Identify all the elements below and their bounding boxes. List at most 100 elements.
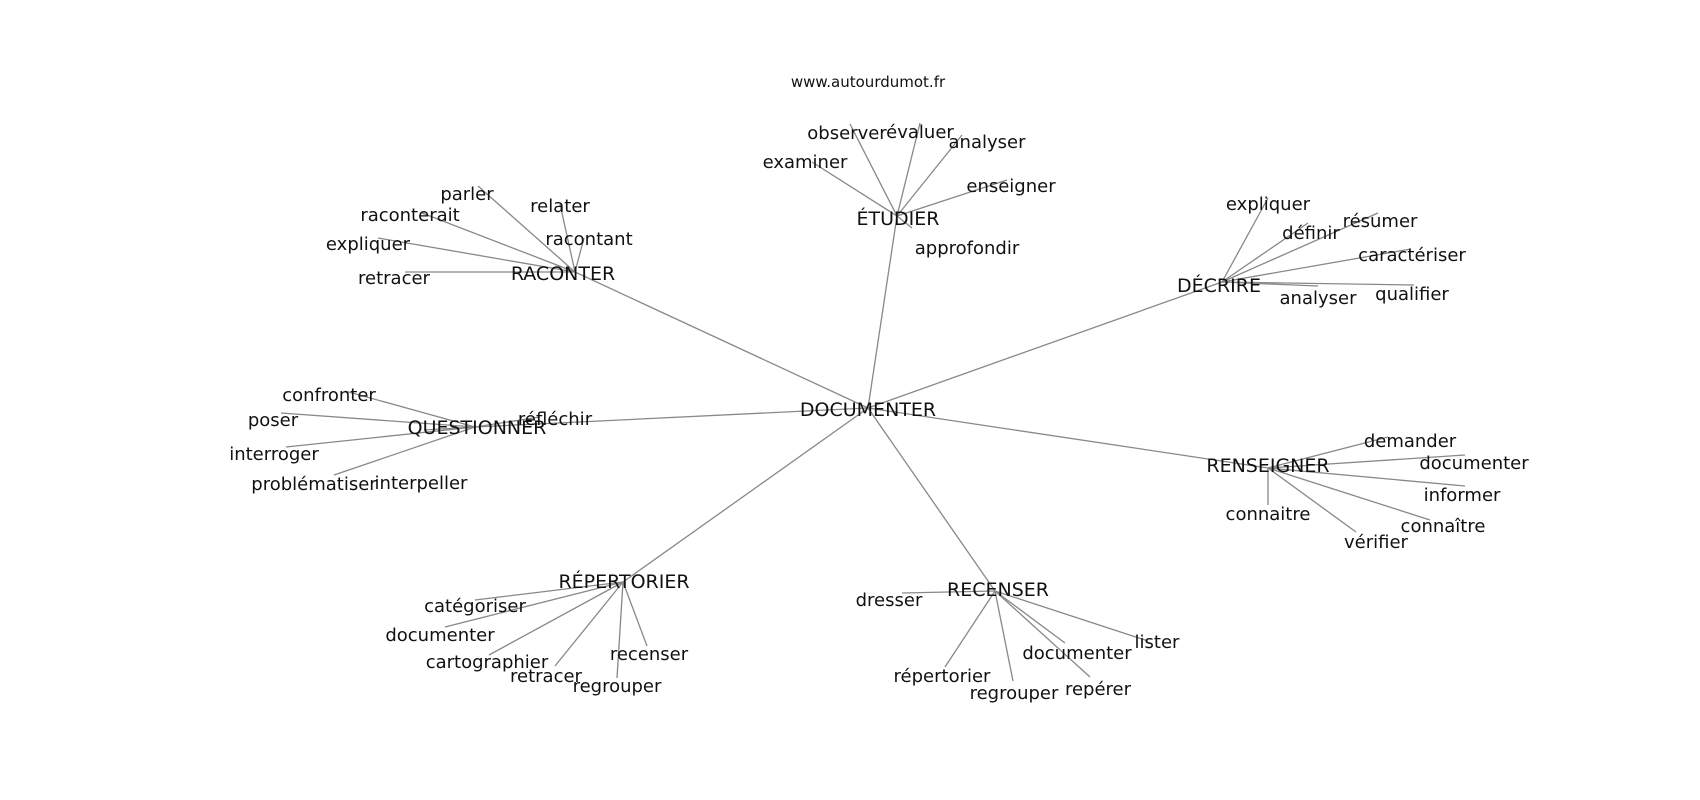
leaf-node-raconter[interactable]: raconterait: [360, 205, 459, 226]
watermark[interactable]: www.autourdumot.fr: [791, 73, 946, 91]
leaf-node-questionner[interactable]: interpeller: [375, 473, 469, 494]
edge-renseigner-leaf: [1267, 436, 1389, 469]
edge-documenter-repertorier: [622, 407, 869, 583]
edge-decrire-leaf: [1221, 222, 1309, 283]
graph-labels: www.autourdumot.fr DOCUMENTER RACONTER pa…: [229, 73, 1529, 704]
edge-renseigner-leaf: [1267, 454, 1466, 469]
edge-etudier-leaf: [896, 122, 921, 217]
edge-repertorier-leaf: [554, 581, 624, 667]
leaf-node-renseigner[interactable]: connaître: [1401, 516, 1486, 537]
edge-raconter-leaf: [574, 237, 585, 273]
edge-decrire-leaf: [1221, 212, 1379, 283]
leaf-node-recenser[interactable]: répertorier: [894, 666, 992, 687]
leaf-node-decrire[interactable]: résumer: [1343, 211, 1418, 232]
edge-repertorier-leaf: [622, 581, 648, 647]
leaf-node-repertorier[interactable]: catégoriser: [424, 596, 526, 617]
leaf-node-raconter[interactable]: relater: [530, 196, 590, 217]
hub-node-renseigner[interactable]: RENSEIGNER: [1206, 455, 1329, 477]
leaf-node-etudier[interactable]: analyser: [949, 132, 1027, 153]
leaf-node-repertorier[interactable]: retracer: [510, 666, 583, 687]
edge-repertorier-leaf: [474, 581, 624, 601]
leaf-node-renseigner[interactable]: vérifier: [1344, 532, 1409, 553]
edge-documenter-raconter: [574, 271, 869, 409]
hub-node-etudier[interactable]: ÉTUDIER: [857, 207, 940, 230]
edge-raconter-leaf: [559, 203, 576, 273]
graph-edges: [280, 122, 1466, 682]
edge-recenser-leaf: [994, 590, 1149, 642]
edge-documenter-decrire: [867, 281, 1223, 409]
edge-repertorier-leaf: [444, 581, 624, 628]
edge-questionner-leaf: [344, 390, 476, 428]
leaf-node-renseigner[interactable]: demander: [1364, 431, 1457, 452]
hub-node-decrire[interactable]: DÉCRIRE: [1177, 274, 1261, 297]
edge-etudier-leaf: [896, 134, 963, 217]
edge-recenser-leaf: [994, 590, 1014, 682]
edge-questionner-leaf: [280, 412, 476, 428]
leaf-node-questionner[interactable]: interroger: [229, 444, 319, 465]
edge-questionner-leaf: [333, 426, 476, 476]
edge-raconter-leaf: [477, 185, 576, 273]
leaf-node-renseigner[interactable]: documenter: [1419, 453, 1529, 474]
edge-documenter-recenser: [867, 407, 996, 592]
edge-questionner-leaf: [423, 426, 476, 431]
edge-recenser-leaf: [994, 590, 1066, 644]
leaf-node-etudier[interactable]: enseigner: [966, 176, 1056, 197]
edge-renseigner-leaf: [1267, 467, 1431, 521]
edge-repertorier-leaf: [488, 581, 624, 656]
edge-raconter-leaf: [377, 237, 576, 273]
leaf-node-recenser[interactable]: lister: [1135, 632, 1181, 653]
leaf-node-recenser[interactable]: documenter: [1022, 643, 1132, 664]
leaf-node-repertorier[interactable]: regrouper: [573, 676, 662, 697]
leaf-node-decrire[interactable]: définir: [1282, 223, 1340, 244]
leaf-node-questionner[interactable]: problématiser: [251, 474, 377, 495]
edge-documenter-renseigner: [867, 407, 1269, 469]
edge-recenser-leaf: [901, 590, 996, 594]
leaf-node-etudier[interactable]: approfondir: [915, 238, 1020, 259]
leaf-node-repertorier[interactable]: cartographier: [426, 652, 549, 673]
leaf-node-questionner[interactable]: réfléchir: [518, 409, 593, 430]
leaf-node-renseigner[interactable]: informer: [1424, 485, 1501, 506]
edge-recenser-leaf: [994, 590, 1091, 678]
leaf-node-questionner[interactable]: confronter: [282, 385, 376, 406]
leaf-node-etudier[interactable]: observer: [807, 123, 887, 144]
hub-node-repertorier[interactable]: RÉPERTORIER: [558, 570, 689, 593]
edge-etudier-leaf: [896, 179, 1008, 217]
edge-repertorier-leaf: [616, 581, 624, 679]
edge-etudier-leaf: [896, 215, 913, 229]
edge-decrire-leaf: [1221, 197, 1269, 283]
hub-node-raconter[interactable]: RACONTER: [511, 263, 615, 285]
leaf-node-etudier[interactable]: évaluer: [886, 122, 954, 143]
leaf-node-questionner[interactable]: poser: [248, 410, 299, 431]
leaf-node-raconter[interactable]: retracer: [358, 268, 431, 289]
leaf-node-decrire[interactable]: analyser: [1280, 288, 1358, 309]
edge-questionner-leaf: [285, 426, 476, 448]
edge-documenter-etudier: [867, 215, 898, 409]
hub-node-recenser[interactable]: RECENSER: [947, 579, 1049, 601]
edge-recenser-leaf: [944, 590, 996, 668]
leaf-node-repertorier[interactable]: documenter: [385, 625, 495, 646]
leaf-node-recenser[interactable]: regrouper: [970, 683, 1059, 704]
leaf-node-recenser[interactable]: dresser: [856, 590, 923, 611]
leaf-node-raconter[interactable]: expliquer: [326, 234, 411, 255]
edge-questionner-leaf: [474, 416, 541, 428]
leaf-node-etudier[interactable]: examiner: [763, 152, 848, 173]
edge-decrire-leaf: [1221, 281, 1415, 286]
leaf-node-decrire[interactable]: expliquer: [1226, 194, 1311, 215]
edge-renseigner-leaf: [1267, 467, 1466, 487]
edge-documenter-questionner: [474, 407, 869, 428]
edge-etudier-leaf: [849, 123, 898, 217]
leaf-node-raconter[interactable]: racontant: [545, 229, 632, 250]
leaf-node-renseigner[interactable]: connaitre: [1226, 504, 1311, 525]
leaf-node-decrire[interactable]: caractériser: [1358, 245, 1466, 266]
leaf-node-repertorier[interactable]: recenser: [610, 644, 689, 665]
edge-decrire-leaf: [1221, 248, 1412, 283]
leaf-node-decrire[interactable]: qualifier: [1375, 284, 1449, 305]
leaf-node-raconter[interactable]: parler: [440, 184, 494, 205]
edge-etudier-leaf: [811, 161, 898, 217]
hub-node-questionner[interactable]: QUESTIONNER: [408, 417, 547, 439]
edge-renseigner-leaf: [1267, 467, 1357, 533]
center-node-label[interactable]: DOCUMENTER: [800, 399, 936, 421]
leaf-node-recenser[interactable]: repérer: [1065, 679, 1132, 700]
edge-raconter-leaf: [421, 212, 576, 273]
